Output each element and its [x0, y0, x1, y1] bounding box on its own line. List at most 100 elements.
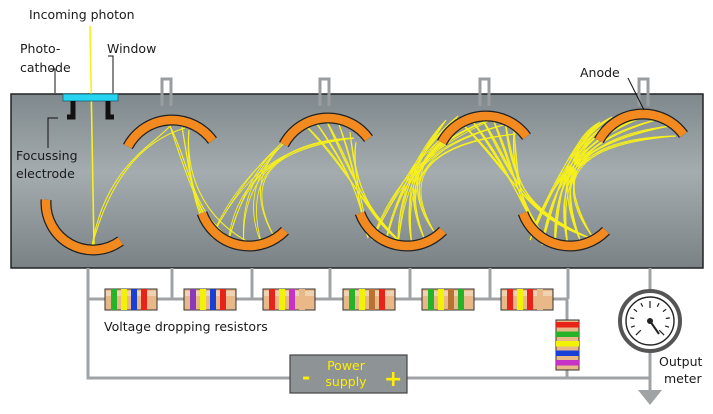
- label-incoming-photon: Incoming photon: [29, 7, 135, 22]
- pin-2: [318, 77, 331, 106]
- resistor-1-band-3: [131, 289, 137, 310]
- label-photocathode-line1: Photo-: [20, 41, 60, 56]
- resistor-4-band-2: [359, 289, 365, 310]
- pointer-focussing: [47, 117, 58, 148]
- dynode-bottom-2: [356, 211, 447, 251]
- resistor-6-band-4: [537, 289, 543, 310]
- vertical-resistor-band-5: [556, 360, 579, 366]
- meter-pivot: [647, 318, 653, 324]
- label-anode: Anode: [580, 65, 620, 80]
- pointer-photocathode: [50, 68, 56, 93]
- power-supply-label-line1: Power: [327, 358, 366, 373]
- wiring: [86, 268, 652, 392]
- resistor-5-band-1: [428, 289, 434, 310]
- meter-tick-2: [630, 325, 635, 328]
- resistor-5-band-3: [448, 289, 454, 310]
- meter-tick-8: [662, 308, 667, 313]
- label-photocathode-line2: cathode: [20, 60, 71, 75]
- electron-path-116: [573, 118, 661, 237]
- meter-tick-11: [658, 329, 665, 336]
- pin-3: [478, 77, 491, 106]
- meter-tick-5: [640, 302, 644, 307]
- label-focussing-line1: Focussing: [16, 148, 78, 163]
- resistor-1-band-1: [111, 289, 117, 310]
- output-meter[interactable]: [618, 289, 682, 353]
- incoming-photon-ray: [89, 25, 95, 247]
- dynode-bottom-1: [198, 211, 289, 251]
- wire-resistor-chain: [88, 297, 569, 320]
- pin-1: [160, 77, 173, 106]
- meter-tick-7: [656, 302, 660, 307]
- electron-path-37: [371, 117, 496, 241]
- dynode-top-3: [438, 111, 530, 145]
- dynode-top-1: [124, 115, 216, 149]
- vertical-resistor-band-3: [556, 341, 579, 347]
- meter-tick-10: [665, 325, 670, 328]
- label-output-meter-line2: meter: [664, 371, 702, 386]
- meter-tick-3: [630, 317, 635, 320]
- meter-scale: [630, 301, 670, 336]
- resistor-1-band-4: [141, 289, 147, 310]
- vertical-resistor-band-4: [556, 350, 579, 356]
- resistor-4-band-3: [369, 289, 375, 310]
- output-arrow: [638, 390, 662, 405]
- resistor-3-band-3: [289, 289, 295, 310]
- resistor-2-band-3: [210, 289, 216, 310]
- resistor-1-band-2: [121, 289, 127, 310]
- label-output-meter-line1: Output: [659, 354, 703, 369]
- anode-electrode: [595, 109, 687, 143]
- dynodes: [40, 108, 688, 256]
- electron-path-16: [243, 137, 355, 247]
- dynode-top-2: [280, 113, 372, 147]
- label-window: Window: [107, 41, 156, 56]
- resistor-4-band-4: [379, 289, 385, 310]
- electron-path-35: [324, 117, 406, 247]
- vertical-resistor: [555, 319, 580, 371]
- wire-bottom-bus: [86, 268, 290, 380]
- focussing-electrode-right: [105, 101, 114, 120]
- electron-path-112: [541, 116, 613, 246]
- label-resistors: Voltage dropping resistors: [104, 319, 268, 334]
- resistor-2-band-4: [220, 289, 226, 310]
- power-supply-label-line2: supply: [325, 374, 367, 389]
- photocathode-dynode: [41, 199, 124, 255]
- electron-path-20: [227, 137, 355, 244]
- resistor-5-band-2: [438, 289, 444, 310]
- electron-path-45: [397, 119, 447, 248]
- meter-tick-1: [635, 329, 642, 336]
- electron-path-57: [397, 115, 459, 248]
- electron-path-1: [91, 125, 171, 247]
- vertical-resistor-band-2: [556, 331, 579, 337]
- pointer-anode: [627, 77, 645, 111]
- resistor-6-band-2: [517, 289, 523, 310]
- pin-4: [637, 77, 650, 106]
- power-supply-plus: +: [384, 367, 402, 392]
- electron-path-114: [563, 135, 677, 247]
- label-pointers: [47, 55, 645, 148]
- resistor-3-band-1: [269, 289, 275, 310]
- vertical-resistor-band-1: [556, 322, 579, 328]
- focussing-electrode-left: [67, 101, 76, 120]
- resistor-2-band-2: [200, 289, 206, 310]
- electron-path-85: [455, 117, 591, 239]
- electrode-pins: [160, 77, 650, 106]
- electron-path-59: [412, 119, 447, 241]
- meter-tick-4: [633, 308, 638, 313]
- window-glass: [62, 93, 119, 102]
- voltage-dropping-resistors: [104, 288, 554, 311]
- resistor-3-band-4: [299, 289, 305, 310]
- resistor-3-band-2: [279, 289, 285, 310]
- pointer-window: [108, 55, 114, 93]
- meter-tick-9: [665, 317, 670, 320]
- resistor-6-band-3: [527, 289, 533, 310]
- electron-path-117: [529, 121, 601, 241]
- power-supply-minus: -: [302, 365, 310, 389]
- electron-path-101: [554, 121, 601, 248]
- resistor-2-band-1: [190, 289, 196, 310]
- power-supply-box[interactable]: [289, 354, 408, 394]
- label-focussing-line2: electrode: [16, 166, 75, 181]
- electron-path-81: [479, 114, 591, 239]
- resistor-6-band-1: [507, 289, 513, 310]
